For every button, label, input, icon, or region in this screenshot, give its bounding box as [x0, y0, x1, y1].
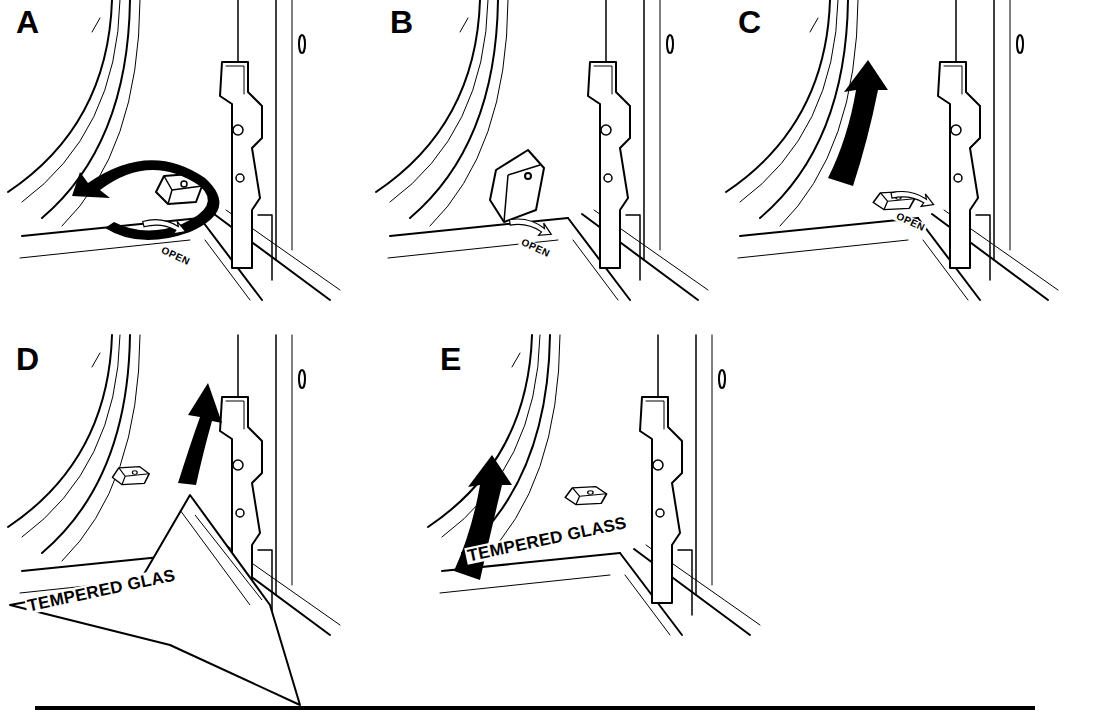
panel-letter: D	[16, 343, 39, 375]
panel-letter: A	[16, 6, 39, 38]
panel-letter: C	[738, 6, 761, 38]
panel-letter: E	[440, 343, 461, 375]
panel-letter: B	[390, 6, 413, 38]
rule-line	[35, 706, 1035, 710]
direction-label: OPEN	[893, 210, 928, 234]
direction-label: OPEN	[518, 236, 553, 260]
direction-label: OPEN	[158, 244, 193, 268]
